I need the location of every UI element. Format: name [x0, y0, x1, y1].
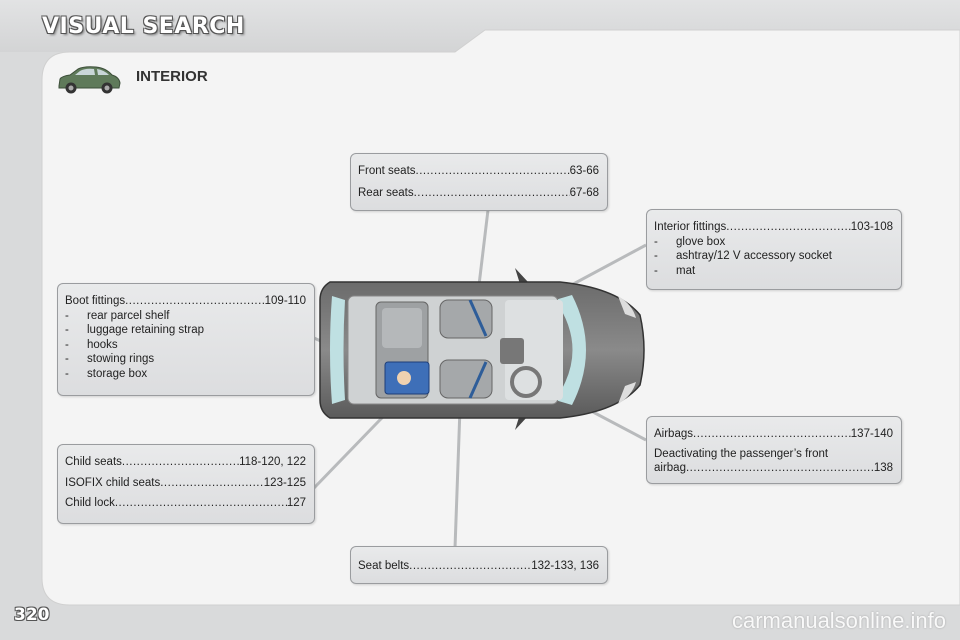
left-mirror	[515, 268, 528, 284]
page-number: 320	[14, 605, 50, 625]
front-seats-row: Front seats 63-66	[358, 164, 599, 179]
list-item: -mat	[654, 264, 696, 277]
list-item: -hooks	[65, 338, 118, 351]
rear-seats-row: Rear seats 67-68	[358, 186, 599, 201]
callout-seats: Front seats 63-66 Rear seats 67-68	[350, 153, 608, 211]
callout-airbags: Airbags137-140 Deactivating the passenge…	[646, 416, 902, 484]
child-seats-row: Child seats118-120, 122	[65, 455, 306, 470]
airbag-deactivation-text: Deactivating the passenger’s front	[654, 447, 829, 460]
list-item: -stowing rings	[65, 353, 155, 365]
callout-seat-belts: Seat belts132-133, 136	[350, 546, 608, 584]
airbags-row: Airbags137-140	[654, 427, 893, 442]
list-item: -glove box	[654, 235, 726, 248]
callout-child-seats: Child seats118-120, 122 ISOFIX child sea…	[57, 444, 315, 524]
list-item: -rear parcel shelf	[65, 309, 170, 322]
car-side-icon	[58, 66, 121, 94]
interior-fittings-row: Interior fittings 103-108	[654, 220, 893, 235]
isofix-row: ISOFIX child seats123-125	[65, 476, 306, 491]
boot-fittings-row: Boot fittings 109-110	[65, 294, 306, 309]
list-item: -ashtray/12 V accessory socket	[654, 250, 832, 262]
callout-boot-fittings: Boot fittings 109-110 -rear parcel shelf…	[57, 283, 315, 396]
seat-belts-row: Seat belts132-133, 136	[358, 559, 599, 574]
child-lock-row: Child lock127	[65, 496, 306, 511]
page-heading: VISUAL SEARCH	[42, 14, 245, 39]
airbag-deactivation-row: airbag138	[654, 461, 893, 476]
watermark: carmanualsonline.info	[731, 608, 946, 633]
list-item: -luggage retaining strap	[65, 324, 204, 336]
callout-interior-fittings: Interior fittings 103-108 -glove box -as…	[646, 209, 902, 290]
list-item: -storage box	[65, 367, 148, 380]
section-title: INTERIOR	[136, 68, 208, 85]
